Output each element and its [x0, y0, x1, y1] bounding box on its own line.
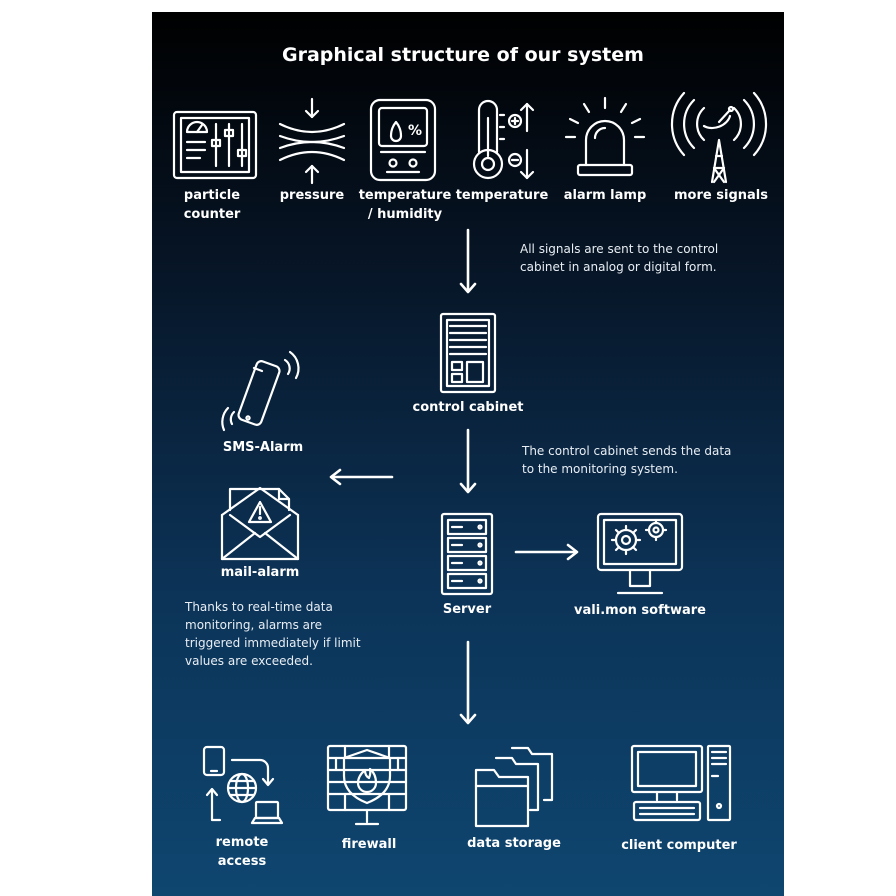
smartphone-icon — [221, 350, 300, 432]
server-icon — [440, 512, 494, 596]
mail-alarm-icon — [220, 486, 300, 561]
pressure-label: pressure — [279, 188, 345, 203]
software-monitor-icon — [596, 512, 684, 595]
flow-arrows — [329, 228, 579, 725]
arrow-server-to-outputs — [459, 640, 477, 725]
software-label: vali.mon software — [574, 603, 706, 618]
arrow-cabinet-to-server — [459, 428, 477, 494]
temperature-label: temperature — [455, 188, 549, 203]
note-cabinet: The control cabinet sends the data to th… — [522, 444, 732, 476]
particle-counter-text: particle counter — [183, 188, 241, 222]
signal-tower-icon — [670, 91, 768, 184]
arrow-server-to-software — [514, 543, 579, 561]
remote-access-icon — [202, 745, 284, 825]
diagram-title: Graphical structure of our system — [282, 44, 644, 66]
alarm-lamp-label: alarm lamp — [563, 188, 647, 203]
data-storage-label: data storage — [467, 836, 561, 851]
more-signals-label: more signals — [674, 188, 768, 203]
pressure-icon — [278, 97, 346, 185]
server-label: Server — [442, 602, 492, 617]
remote-access-label: remote access — [215, 835, 269, 869]
arrow-sensors-to-cabinet — [459, 228, 477, 294]
firewall-icon — [326, 744, 408, 826]
note-alarms: Thanks to real-time data monitoring, ala… — [185, 600, 361, 668]
control-cabinet-icon — [439, 312, 497, 394]
note-signals: All signals are sent to the control cabi… — [520, 242, 719, 274]
particle-counter-label: particle counter — [172, 186, 252, 224]
sms-alarm-label: SMS-Alarm — [222, 440, 304, 455]
client-computer-label: client computer — [621, 838, 737, 853]
humidity-percent-symbol: % — [408, 123, 422, 139]
mail-alarm-label: mail-alarm — [220, 565, 300, 580]
temp-humidity-icon — [369, 98, 437, 182]
firewall-label: firewall — [341, 837, 397, 852]
control-cabinet-label: control cabinet — [412, 400, 524, 415]
particle-counter-icon — [172, 110, 258, 180]
alarm-lamp-icon — [564, 96, 646, 177]
client-computer-icon — [630, 744, 732, 822]
temperature-icon — [472, 99, 535, 180]
temp-humidity-label: temperature / humidity — [358, 188, 452, 222]
data-storage-icon — [474, 746, 554, 828]
arrow-to-alarms — [329, 468, 394, 486]
